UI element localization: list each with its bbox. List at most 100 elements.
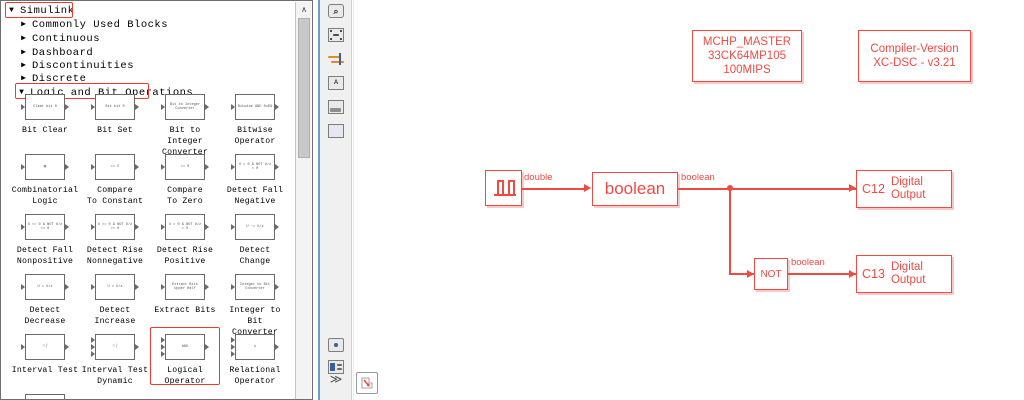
block-caption: Interval Test Dynamic xyxy=(81,366,149,386)
report-icon[interactable] xyxy=(326,358,346,376)
input-port-icon xyxy=(91,104,95,110)
library-block[interactable]: ⎏⎠Interval Test xyxy=(11,329,79,376)
chevron-down-icon[interactable]: ▼ xyxy=(19,88,24,97)
pulse-waveform-icon xyxy=(494,180,516,197)
tree-item-commonly-used-blocks[interactable]: ▶ Commonly Used Blocks xyxy=(19,19,168,31)
output-port-icon xyxy=(275,104,279,110)
block-icon: U > U/z xyxy=(95,274,135,300)
output-port-icon xyxy=(135,284,139,290)
output-port-icon xyxy=(135,164,139,170)
block-glyph: U > U/z xyxy=(81,269,149,305)
block-caption: Detect Fall Negative xyxy=(226,186,284,206)
tree-item-discontinuities[interactable]: ▶ Discontinuities xyxy=(19,60,134,72)
library-tree[interactable]: ▼ Simulink ▶ Commonly Used Blocks ▶ Cont… xyxy=(1,1,296,399)
input-port-icon xyxy=(161,104,165,110)
image-icon[interactable] xyxy=(326,98,346,116)
block-caption: Interval Test xyxy=(11,366,79,375)
output-port-icon xyxy=(65,164,69,170)
block-glyph: <= 0 xyxy=(151,149,219,185)
block-glyph: ⎏⎠ xyxy=(11,329,79,365)
signal-lines-icon[interactable] xyxy=(326,50,346,68)
tree-item-simulink[interactable]: ▼ Simulink xyxy=(7,5,74,17)
input-port-icon xyxy=(21,224,25,230)
block-caption: Detect Decrease xyxy=(24,306,66,326)
output-port-icon xyxy=(205,164,209,170)
block-glyph: Qy = Qu >> N Vy = Vu * 2^-N Ey = Eu xyxy=(11,389,79,399)
output-port-icon xyxy=(135,104,139,110)
data-type-conversion-block[interactable]: boolean xyxy=(592,172,678,206)
library-scrollbar[interactable]: ∧ xyxy=(295,2,311,399)
library-block[interactable]: U < 0 & NOT U/z < 0 Detect Fall Negative xyxy=(221,149,289,207)
output-port-icon xyxy=(275,224,279,230)
chevron-right-icon[interactable]: ▶ xyxy=(21,74,26,83)
scrollbar-thumb[interactable] xyxy=(298,18,310,158)
library-block[interactable]: ≤Relational Operator xyxy=(221,329,289,387)
tree-item-logic-and-bit-operations[interactable]: ▼ Logic and Bit Operations xyxy=(17,87,193,99)
warning-marker-icon xyxy=(361,377,373,389)
library-block[interactable]: ▥Combinatorial Logic xyxy=(11,149,79,207)
block-icon: U ~= U/z xyxy=(235,214,275,240)
wire-conv-to-c12 xyxy=(678,188,856,190)
scroll-up-icon[interactable]: ∧ xyxy=(301,5,307,14)
input-port-icon xyxy=(91,351,95,358)
block-caption: Detect Increase xyxy=(94,306,136,326)
output-port-icon xyxy=(275,344,279,350)
chevron-right-icon[interactable]: ▶ xyxy=(21,20,26,29)
pin-label-c12: C12 xyxy=(862,181,885,196)
signal-label-double: double xyxy=(524,172,553,183)
block-icon: U < 0 & NOT U/z < 0 xyxy=(235,154,275,180)
library-block[interactable]: Qy = Qu >> N Vy = Vu * 2^-N Ey = EuShift… xyxy=(11,389,79,399)
tree-item-discrete[interactable]: ▶ Discrete xyxy=(19,73,86,85)
logical-not-block[interactable]: NOT xyxy=(754,258,788,290)
block-glyph: U > 0 & NOT U/z > 0 xyxy=(151,209,219,245)
annotation-icon[interactable]: A xyxy=(326,74,346,92)
digital-output-c12-block[interactable]: C12 Digital Output xyxy=(856,170,952,208)
compiler-version-note[interactable]: Compiler-Version XC-DSC - v3.21 xyxy=(858,30,971,82)
zoom-icon[interactable]: ⌕ xyxy=(326,2,346,20)
target-device-note[interactable]: MCHP_MASTER 33CK64MP105 100MIPS xyxy=(692,30,802,82)
tree-item-continuous[interactable]: ▶ Continuous xyxy=(19,33,100,45)
chevron-right-icon[interactable]: ▶ xyxy=(21,34,26,43)
wire-source-to-conv xyxy=(522,188,584,190)
output-port-icon xyxy=(135,224,139,230)
block-glyph: ▥ xyxy=(11,149,79,185)
camera-icon[interactable] xyxy=(326,336,346,354)
pulse-generator-block[interactable] xyxy=(485,170,522,206)
block-glyph: ⎏⎠ xyxy=(81,329,149,365)
output-port-icon xyxy=(275,164,279,170)
area-icon[interactable] xyxy=(326,122,346,140)
input-port-icon xyxy=(91,224,95,230)
tree-item-dashboard[interactable]: ▶ Dashboard xyxy=(19,47,93,59)
canvas-status-badge[interactable] xyxy=(356,372,378,394)
chevron-down-icon[interactable]: ▼ xyxy=(9,6,14,15)
input-port-icon xyxy=(91,336,95,343)
model-canvas[interactable]: MCHP_MASTER 33CK64MP105 100MIPS Compiler… xyxy=(353,0,1024,400)
block-caption: Detect Rise Nonnegative xyxy=(86,246,144,266)
block-caption: Logical Operator xyxy=(164,366,206,386)
chevron-right-icon[interactable]: ▶ xyxy=(21,61,26,70)
library-block[interactable]: ⎏⎠Interval Test Dynamic xyxy=(81,329,149,387)
fit-to-view-icon[interactable] xyxy=(326,26,346,44)
output-port-icon xyxy=(65,284,69,290)
block-caption: Extract Bits xyxy=(154,306,216,315)
digital-output-c13-block[interactable]: C13 Digital Output xyxy=(856,255,952,293)
block-glyph: U <= 0 & NOT U/z <= 0 xyxy=(11,209,79,245)
toolstrip-overflow-icon[interactable]: ≫ xyxy=(329,372,343,386)
chevron-right-icon[interactable]: ▶ xyxy=(21,48,26,57)
block-caption: Detect Change xyxy=(239,246,271,266)
